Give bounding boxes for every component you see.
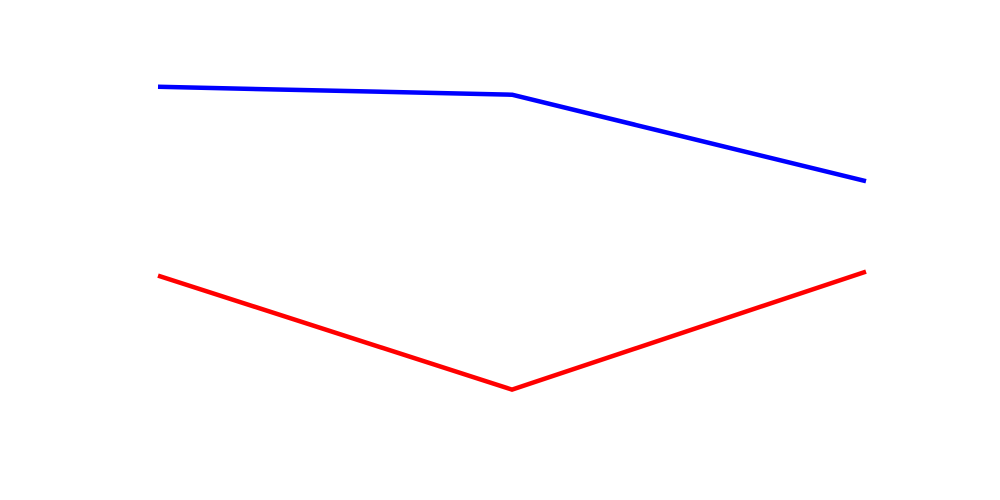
plot-area (157, 84, 867, 392)
series-line-2 (157, 269, 867, 392)
series-line-1 (157, 84, 867, 184)
